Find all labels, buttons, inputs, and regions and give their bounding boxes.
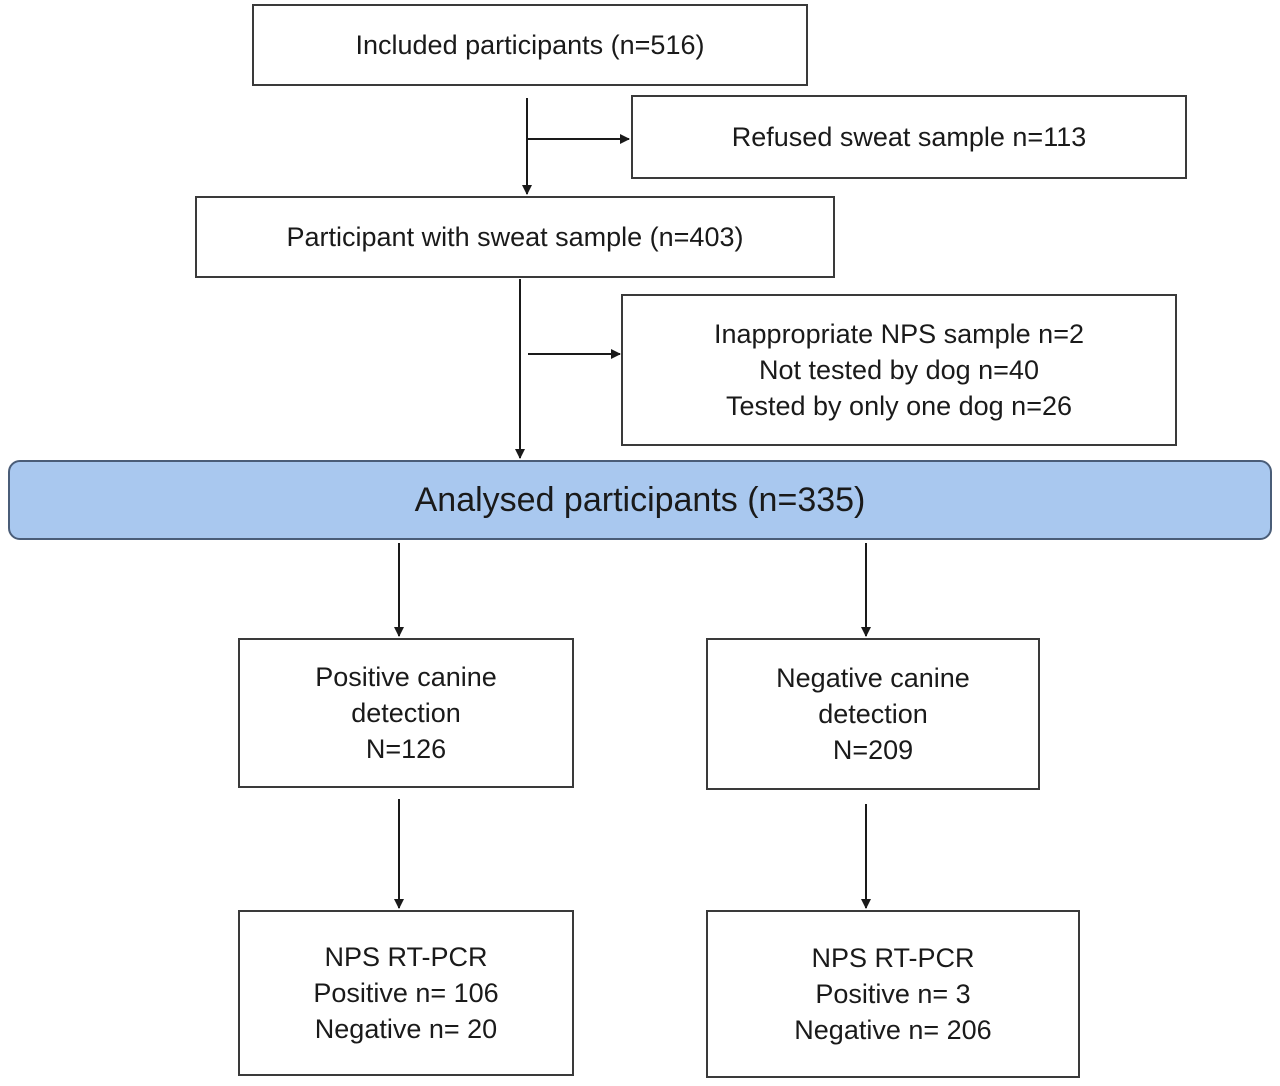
included-participants-label: Included participants (n=516) bbox=[355, 30, 705, 60]
exclusion-item: Tested by only one dog n=26 bbox=[725, 391, 1073, 421]
refused-sweat-label: Refused sweat sample n=113 bbox=[731, 122, 1087, 152]
positive-detection-line: Positive canine bbox=[315, 662, 497, 692]
positive-pcr-negative: Negative n= 20 bbox=[314, 1014, 498, 1044]
included-participants-box: Included participants (n=516) bbox=[252, 4, 808, 86]
negative-pcr-title: NPS RT-PCR bbox=[811, 943, 975, 973]
with-sweat-sample-box: Participant with sweat sample (n=403) bbox=[195, 196, 835, 278]
positive-pcr-positive: Positive n= 106 bbox=[313, 978, 499, 1008]
positive-detection-count: N=126 bbox=[365, 734, 447, 764]
negative-detection-line: detection bbox=[818, 699, 928, 729]
positive-detection-box: Positive canine detection N=126 bbox=[238, 638, 574, 788]
analysed-participants-box: Analysed participants (n=335) bbox=[8, 460, 1272, 540]
positive-pcr-title: NPS RT-PCR bbox=[324, 942, 488, 972]
negative-detection-line: Negative canine bbox=[776, 663, 970, 693]
refused-sweat-box: Refused sweat sample n=113 bbox=[631, 95, 1187, 179]
positive-pcr-box: NPS RT-PCR Positive n= 106 Negative n= 2… bbox=[238, 910, 574, 1076]
analysed-participants-label: Analysed participants (n=335) bbox=[414, 481, 866, 519]
exclusion-item: Inappropriate NPS sample n=2 bbox=[714, 319, 1084, 349]
exclusions-box: Inappropriate NPS sample n=2 Not tested … bbox=[621, 294, 1177, 446]
positive-detection-line: detection bbox=[351, 698, 461, 728]
negative-pcr-box: NPS RT-PCR Positive n= 3 Negative n= 206 bbox=[706, 910, 1080, 1078]
negative-detection-count: N=209 bbox=[832, 735, 914, 765]
exclusion-item: Not tested by dog n=40 bbox=[759, 355, 1039, 385]
negative-pcr-negative: Negative n= 206 bbox=[794, 1015, 992, 1045]
with-sweat-sample-label: Participant with sweat sample (n=403) bbox=[286, 222, 744, 252]
negative-detection-box: Negative canine detection N=209 bbox=[706, 638, 1040, 790]
negative-pcr-positive: Positive n= 3 bbox=[815, 979, 971, 1009]
